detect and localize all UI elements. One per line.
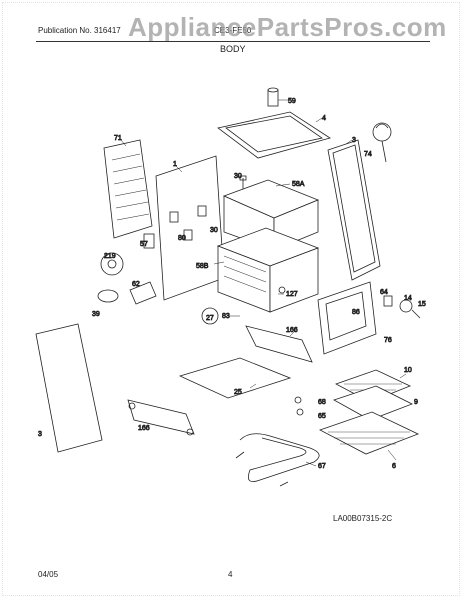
label-9: 9 xyxy=(414,399,418,406)
label-6: 6 xyxy=(392,463,396,470)
part-166-trim-bottom[interactable] xyxy=(127,399,195,436)
part-59-cap[interactable] xyxy=(267,87,279,107)
part-74-bulb[interactable] xyxy=(372,122,392,163)
footer-date: 04/05 xyxy=(38,570,59,579)
part-15-screw[interactable] xyxy=(411,309,421,319)
part-1-back-frame[interactable] xyxy=(155,155,225,301)
part-166-trim-top[interactable] xyxy=(245,325,313,363)
header-rule xyxy=(36,41,430,42)
part-4-top-panel[interactable] xyxy=(217,111,331,159)
label-80: 80 xyxy=(178,235,186,242)
part-76-front-frame[interactable] xyxy=(317,281,377,355)
part-219-motor[interactable] xyxy=(100,252,124,276)
publication-number: Publication No. 316417 xyxy=(38,26,121,35)
part-6-oven-rack[interactable] xyxy=(318,411,420,455)
label-3-right: 3 xyxy=(352,137,356,144)
part-67-bake-element[interactable] xyxy=(235,433,320,487)
label-58b: 58B xyxy=(196,263,209,270)
model-number: CE3-FE50 xyxy=(214,26,252,35)
part-58b-oven-cavity[interactable] xyxy=(216,227,320,313)
label-15: 15 xyxy=(418,301,426,308)
part-3-side-panel-left[interactable] xyxy=(35,323,103,453)
label-64: 64 xyxy=(380,289,388,296)
part-27-lamp[interactable] xyxy=(201,307,219,325)
label-219: 219 xyxy=(104,253,116,260)
part-9-broil-pan[interactable] xyxy=(333,385,413,421)
part-71-insulation[interactable] xyxy=(103,139,153,239)
label-166-bottom: 166 xyxy=(138,425,150,432)
label-4: 4 xyxy=(322,115,326,122)
part-64-clip[interactable] xyxy=(383,295,393,307)
label-1: 1 xyxy=(173,161,177,168)
part-25-bottom-panel[interactable] xyxy=(178,357,292,399)
label-58a: 58A xyxy=(292,181,305,188)
label-166-top: 166 xyxy=(286,327,298,334)
label-10: 10 xyxy=(404,367,412,374)
part-39-fitting[interactable] xyxy=(97,289,119,303)
label-59: 59 xyxy=(288,98,296,105)
label-25: 25 xyxy=(234,389,242,396)
label-3-left: 3 xyxy=(38,431,42,438)
label-86: 86 xyxy=(352,309,360,316)
page-number: 4 xyxy=(228,570,233,579)
watermark: AppliancePartsPros.com xyxy=(128,12,447,42)
section-title: BODY xyxy=(220,44,246,54)
part-57-bracket[interactable] xyxy=(143,233,155,249)
label-65: 65 xyxy=(318,413,326,420)
label-127: 127 xyxy=(286,291,298,298)
label-71: 71 xyxy=(114,135,122,142)
diagram-code: LA00B07315-2C xyxy=(333,514,393,523)
label-30-mid: 30 xyxy=(210,227,218,234)
label-14: 14 xyxy=(404,295,412,302)
part-62-block[interactable] xyxy=(129,281,157,305)
label-39: 39 xyxy=(92,311,100,318)
label-30-top: 30 xyxy=(234,173,242,180)
label-67: 67 xyxy=(318,463,326,470)
label-74: 74 xyxy=(364,151,372,158)
label-68: 68 xyxy=(318,399,326,406)
part-127-screw[interactable] xyxy=(278,286,286,294)
label-57: 57 xyxy=(140,241,148,248)
label-76: 76 xyxy=(384,337,392,344)
part-68-screw[interactable] xyxy=(294,396,302,404)
part-3-side-panel-right[interactable] xyxy=(327,139,381,281)
label-83: 83 xyxy=(222,313,230,320)
label-27: 27 xyxy=(206,315,214,322)
part-14-knob[interactable] xyxy=(399,299,413,313)
label-62: 62 xyxy=(132,281,140,288)
part-65-screw[interactable] xyxy=(296,408,304,416)
